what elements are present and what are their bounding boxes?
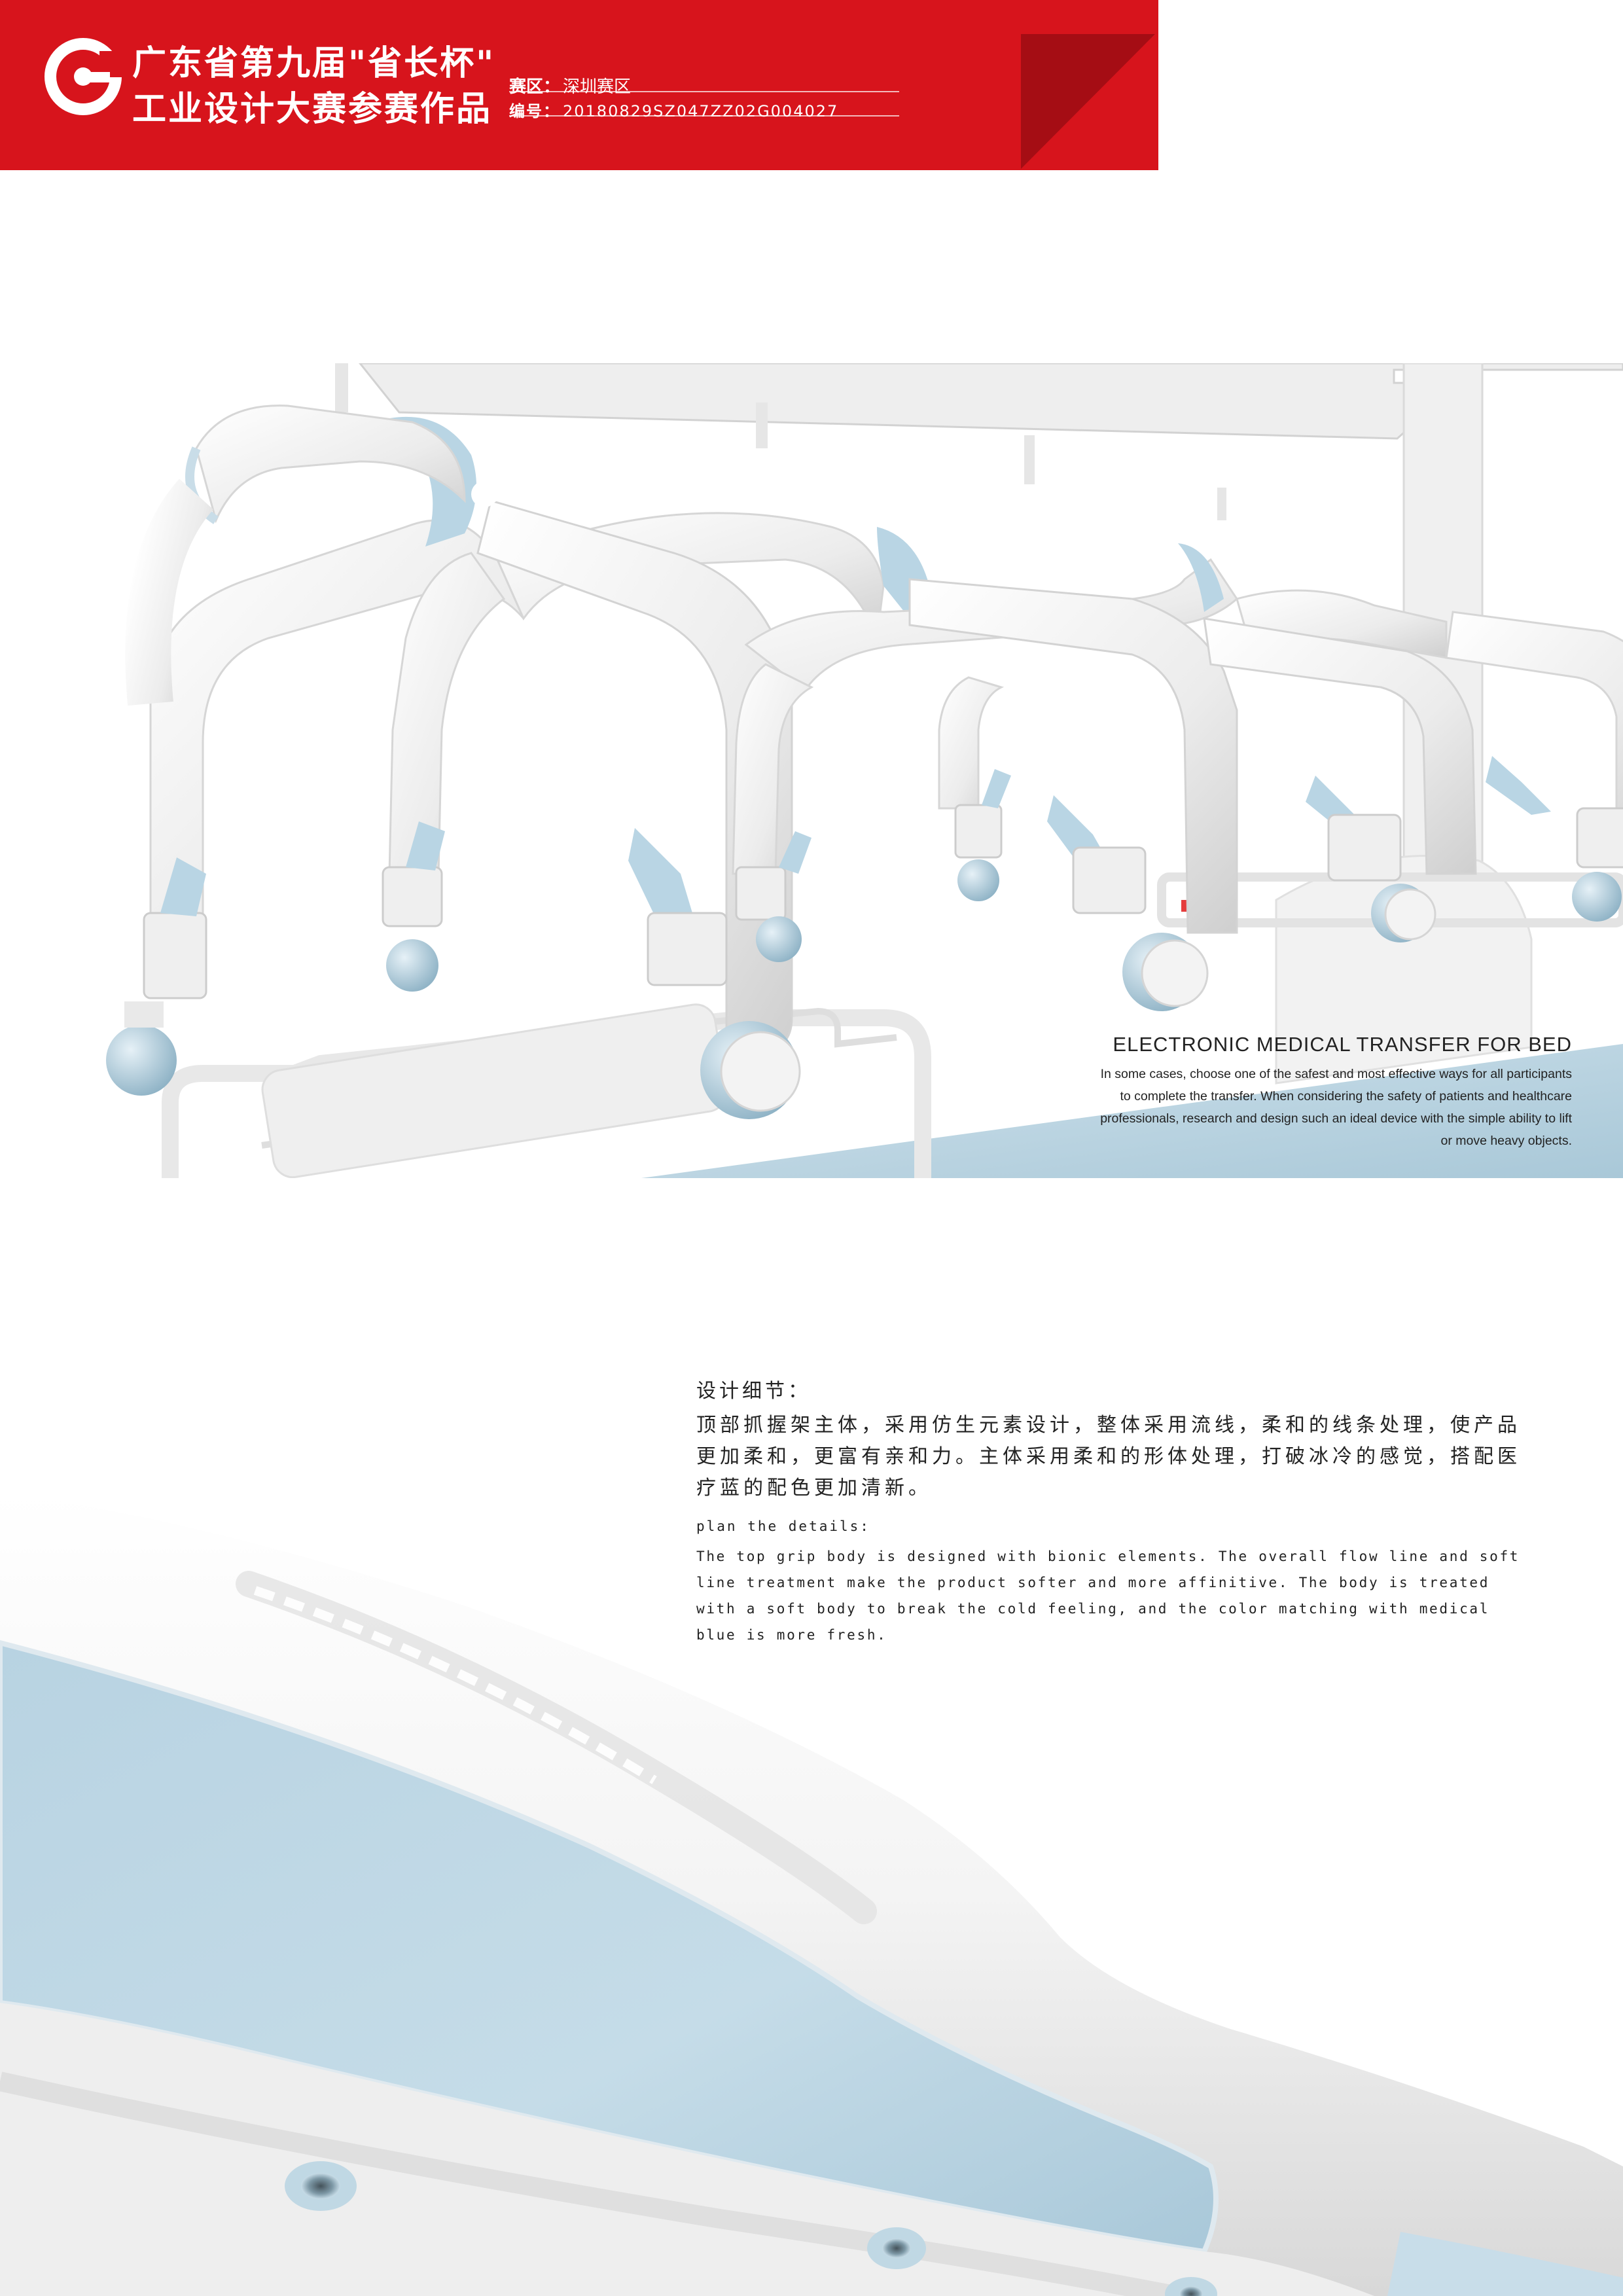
product-title: ELECTRONIC MEDICAL TRANSFER FOR BED	[1113, 1033, 1572, 1056]
divider	[509, 91, 899, 92]
competition-logo-icon	[45, 38, 122, 115]
design-details-heading-en: plan the details:	[696, 1518, 870, 1534]
product-render-grip-frame	[98, 363, 1623, 1178]
competition-title-line-2: 工业设计大赛参赛作品	[132, 90, 493, 129]
competition-title-line-1: 广东省第九届"省长杯"	[132, 44, 496, 83]
product-description: In some cases, choose one of the safest …	[1100, 1067, 1572, 1148]
design-details-section: 设计细节： 顶部抓握架主体，采用仿生元素设计，整体采用流线，柔和的线条处理，使产…	[696, 1374, 1521, 1648]
entry-number-row: 编号：20180829SZ047ZZ02G004027	[509, 98, 838, 121]
entry-number-label: 编号：	[509, 102, 560, 120]
banner-shape	[0, 0, 1158, 170]
design-details-heading-zh: 设计细节：	[696, 1380, 811, 1403]
entry-number-value: 20180829SZ047ZZ02G004027	[563, 102, 839, 120]
design-details-body-en: The top grip body is designed with bioni…	[696, 1549, 1520, 1643]
header-banner: 广东省第九届"省长杯" 工业设计大赛参赛作品 赛区：深圳赛区 编号：201808…	[0, 0, 1158, 170]
region-label: 赛区：	[509, 77, 561, 97]
product-caption: ELECTRONIC MEDICAL TRANSFER FOR BED In s…	[983, 1033, 1572, 1152]
region-row: 赛区：深圳赛区	[509, 73, 631, 98]
design-details-body-zh: 顶部抓握架主体，采用仿生元素设计，整体采用流线，柔和的线条处理，使产品更加柔和，…	[696, 1414, 1521, 1499]
region-value: 深圳赛区	[563, 77, 632, 97]
divider	[509, 115, 899, 117]
product-render-grip-detail	[0, 1492, 1623, 2296]
